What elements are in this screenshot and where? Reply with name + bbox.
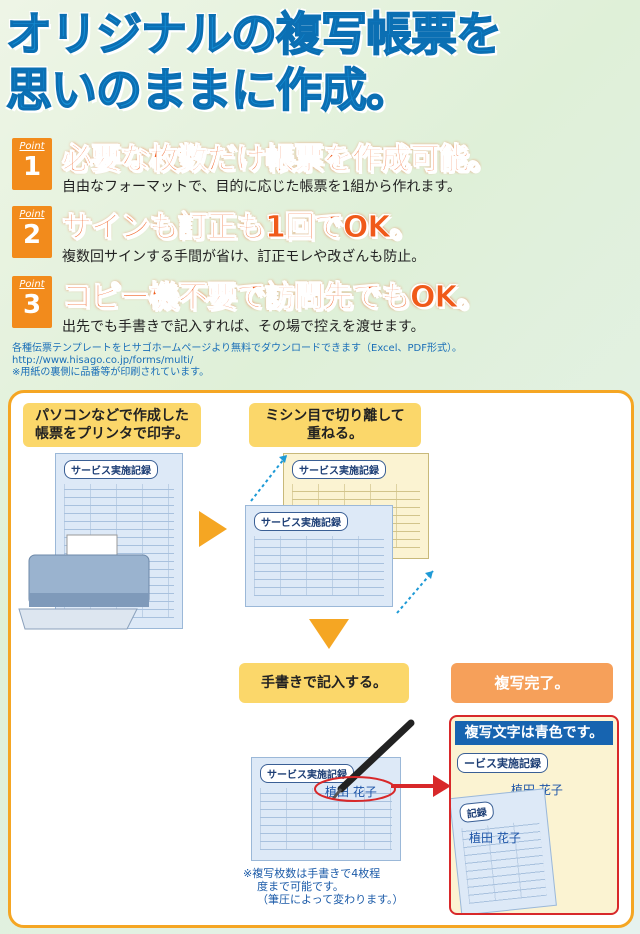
point-label: Point	[19, 209, 45, 220]
hero-line-2: 思いのままに作成。	[5, 62, 413, 118]
step2-callout: ミシン目で切り離して 重ねる。	[249, 403, 421, 447]
arrow-down-icon	[309, 619, 349, 649]
result-front-form: 記録	[451, 788, 557, 913]
printer-icon	[18, 534, 150, 630]
red-arrow-icon	[391, 775, 451, 797]
point-badge-3: Point 3	[12, 276, 52, 328]
result-form-title: ービス実施記録	[457, 753, 548, 773]
arrow-right-icon	[199, 511, 227, 547]
process-panel: パソコンなどで作成した 帳票をプリンタで印字。 サービス実施記録 ミシン目で切り…	[8, 390, 634, 928]
point-desc-1: 自由なフォーマットで、目的に応じた帳票を1組から作れます。	[62, 179, 461, 195]
result-name-front: 植田 花子	[469, 831, 521, 845]
step1-callout: パソコンなどで作成した 帳票をプリンタで印字。	[23, 403, 201, 447]
form-title: サービス実施記録	[64, 460, 158, 479]
copy-note-2: 度まで可能です。	[257, 880, 344, 893]
point-badge-2: Point 2	[12, 206, 52, 258]
point-number: 1	[22, 152, 42, 182]
handwriting-form: サービス実施記録	[251, 757, 401, 861]
point-title-3: コピー機不要で訪問先でもOK。	[62, 280, 488, 316]
copy-note-1: ※複写枚数は手書きで4枚程	[243, 867, 381, 880]
template-url[interactable]: http://www.hisago.co.jp/forms/multi/	[12, 355, 194, 366]
template-note: 各種伝票テンプレートをヒサゴホームページより無料でダウンロードできます（Exce…	[12, 343, 462, 354]
form-lines	[260, 788, 392, 850]
form-title: サービス実施記録	[292, 460, 386, 479]
print-note: ※用紙の裏側に品番等が印刷されています。	[12, 367, 210, 378]
copy-result: 複写文字は青色です。 ービス実施記録 植田 花子 記録 植田 花子	[449, 715, 619, 915]
form-title: 記録	[458, 800, 495, 824]
point-label: Point	[19, 141, 45, 152]
copy-note-3: （筆圧によって変わります。）	[257, 893, 404, 906]
point-title-2: サインも訂正も1回でOK。	[62, 210, 421, 246]
step3-callout: 手書きで記入する。	[239, 663, 409, 703]
point-badge-1: Point 1	[12, 138, 52, 190]
point-desc-3: 出先でも手書きで記入すれば、その場で控えを渡せます。	[62, 319, 425, 335]
point-number: 2	[22, 220, 42, 250]
form-lines	[254, 536, 384, 596]
hero-line-1: オリジナルの複写帳票を	[5, 6, 503, 62]
step4-callout: 複写完了。	[451, 663, 613, 703]
dotted-arrows	[250, 454, 434, 614]
blue-text-banner: 複写文字は青色です。	[455, 721, 613, 745]
hero-heading: オリジナルの複写帳票を 思いのままに作成。	[5, 6, 636, 118]
form-title: サービス実施記録	[254, 512, 348, 531]
point-title-1: 必要な枚数だけ帳票を作成可能。	[62, 142, 499, 178]
point-desc-2: 複数回サインする手間が省け、訂正モレや改ざんも防止。	[62, 249, 426, 265]
pen-icon	[314, 719, 415, 802]
point-number: 3	[22, 290, 42, 320]
stacked-form-front: サービス実施記録	[245, 505, 393, 607]
point-label: Point	[19, 279, 45, 290]
